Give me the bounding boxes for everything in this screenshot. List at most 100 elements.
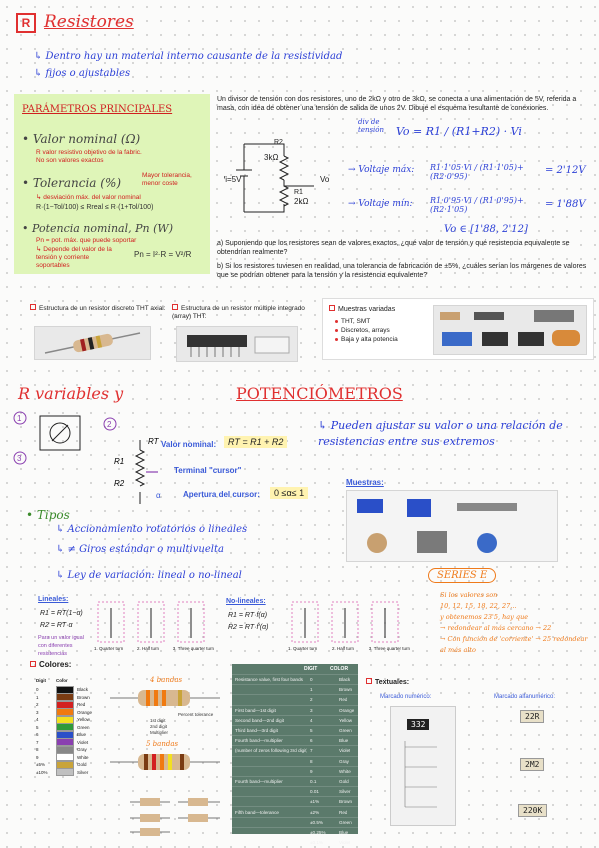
color-digit: 0 xyxy=(36,687,39,693)
voltage-divider-circuit: R2 3kΩ R1 2kΩ Vi=5V Vo xyxy=(224,139,330,213)
question-b: b) Si los resistores tuviesen en realida… xyxy=(217,263,587,279)
series-note: Si los valores son xyxy=(440,591,498,599)
table-row: ±0.1%Violet xyxy=(232,837,358,847)
tol-note: ↳ desviación máx. del valor nominal xyxy=(36,194,141,201)
pot-note: Pn = pot. máx. que puede soportar xyxy=(36,237,137,244)
vmin-label: → Voltaje mín: xyxy=(348,199,413,209)
pot-formula: Pn = I²·R = V²/R xyxy=(134,250,192,259)
color-name: White xyxy=(77,754,89,760)
apertura-value: 0 ≤α≤ 1 xyxy=(270,487,309,499)
table-cell-digit: 2 xyxy=(310,697,313,703)
bullet-icon xyxy=(30,661,36,667)
table-cell-digit: ±0.5% xyxy=(310,819,323,825)
table-cell-color: Silver xyxy=(339,789,351,795)
table-cell-color: Orange xyxy=(339,707,355,713)
lineales-note: Para un valor igual con diferentes resis… xyxy=(38,635,84,657)
intro-line-2: ↳ fijos o ajustables xyxy=(34,68,131,79)
table-cell-digit: ±0.25% xyxy=(310,829,326,835)
table-cell-color: Violet xyxy=(339,840,351,846)
color-digit: 1 xyxy=(36,694,39,700)
r2-label: R2 xyxy=(274,139,283,146)
section-badge: R xyxy=(16,13,36,33)
table-cell-digit: 8 xyxy=(310,758,313,764)
page-title: Resistores xyxy=(44,12,134,32)
svg-text:α: α xyxy=(156,491,161,500)
table-cell-desc: Fifth band—tolerance xyxy=(235,809,279,815)
table-cell-color: Red xyxy=(339,697,348,703)
sample-item: Discretos, arrays xyxy=(341,327,390,334)
turn-label: 2. Half turn xyxy=(137,646,160,651)
table-cell-color: Blue xyxy=(339,738,349,744)
cursor-label: Terminal "cursor" xyxy=(174,466,242,475)
param-valor-note: R valor resistivo objetivo de la fabric. xyxy=(36,149,142,156)
table-cell-digit: 0.1 xyxy=(310,778,317,784)
color-name: Silver xyxy=(77,769,89,775)
table-cell-color: Green xyxy=(339,819,352,825)
table-cell-desc: Second band—2nd digit xyxy=(235,717,285,723)
table-cell-desc: Resistance value, first four bands xyxy=(235,677,303,683)
structures-row: Estructura de un resistor discreto THT a… xyxy=(10,290,594,364)
table-head-color: COLOR xyxy=(330,666,349,672)
five-band-resistor xyxy=(110,754,220,770)
turn-label: 3. Three quarter turn xyxy=(368,646,410,651)
div-note: div de tensión xyxy=(358,118,385,134)
color-name: Gray xyxy=(77,747,87,753)
tipos-line-1: ↳ Accionamiento rotatorios o lineales xyxy=(56,524,248,535)
samples-title: Muestras variadas xyxy=(338,306,396,313)
tipos-line-2: ↳ ≠ Giros estándar o multivuelta xyxy=(56,544,224,555)
series-note: → Con función de 'corriente' → 25 redond… xyxy=(440,635,588,654)
turn-label: 1. Quarter turn xyxy=(288,646,318,651)
color-name: Orange xyxy=(77,709,93,715)
color-digit: ±5% xyxy=(36,762,45,768)
series-note: 10, 12, 15, 18, 22, 27... xyxy=(440,602,517,610)
alpha-code: 220K xyxy=(518,804,548,817)
table-cell-color: Red xyxy=(339,809,348,815)
table-cell-color: Violet xyxy=(339,748,351,754)
samples-list: THT, SMT Discretos, arrays Baja y alta p… xyxy=(335,317,398,344)
alphanumeric-marking-image: 22R 2M2 220K xyxy=(510,706,566,834)
resistor-code-table: DIGIT COLOR Resistance value, first four… xyxy=(232,664,358,845)
alpha-code: 22R xyxy=(520,710,545,723)
variables-title-b: POTENCIÓMETROS xyxy=(236,384,403,403)
textuales-title: Textuales: xyxy=(375,679,410,686)
table-cell-color: Blue xyxy=(339,829,349,835)
table-row: ±0.25% Blue xyxy=(232,826,358,837)
table-cell-desc: Fourth band—multiplier xyxy=(235,738,283,744)
structure-axial-label: Estructura de un resistor discreto THT a… xyxy=(39,305,166,312)
turn-label: 2. Half turn xyxy=(332,646,355,651)
potentiometer-samples-image xyxy=(346,490,558,562)
turn-label: 1. Quarter turn xyxy=(94,646,124,651)
color-name: Violet xyxy=(77,739,89,745)
colores-title: Colores: xyxy=(39,660,72,669)
valor-nominal-formula: RT = R1 + R2 xyxy=(224,436,288,448)
color-name: Black xyxy=(77,687,89,693)
color-digit: 9 xyxy=(36,754,39,760)
color-digit: ±10% xyxy=(36,769,48,775)
vo-range: Vo ∈ [1'88, 2'12] xyxy=(444,224,528,235)
table-cell-desc: Fourth band—multiplier xyxy=(235,778,283,784)
series-e-notes: Si los valores son 10, 12, 15, 18, 22, 2… xyxy=(440,590,590,656)
potentiometer-symbol: 1 3 2 xyxy=(13,411,117,465)
alpha-code: 2M2 xyxy=(520,758,545,771)
bullet-icon xyxy=(335,320,338,323)
svg-text:R1: R1 xyxy=(114,457,124,466)
bullet-icon xyxy=(30,304,36,310)
series-e-title: SERIES E xyxy=(428,568,497,583)
question-a: a) Suponiendo que los resistores sean de… xyxy=(217,240,570,256)
nolineales-formula-2: R2 = RT·f'(α) xyxy=(228,624,269,631)
bullet-icon xyxy=(172,304,178,310)
band-label-tolerance: Percent tolerance xyxy=(178,712,214,717)
table-cell-color: Black xyxy=(339,677,351,683)
r1-label: R1 xyxy=(294,189,303,196)
param-potencia: • Potencia nominal, Pn (W) xyxy=(22,222,173,235)
four-bands-label: 4 bandas xyxy=(150,676,183,684)
color-name: Yellow xyxy=(77,717,90,723)
turn-label: 3. Three quarter turn xyxy=(172,646,214,651)
table-row: Fifth band—tolerance±2%Red xyxy=(232,806,358,816)
bullet-icon xyxy=(335,338,338,341)
samples-image xyxy=(433,305,587,355)
